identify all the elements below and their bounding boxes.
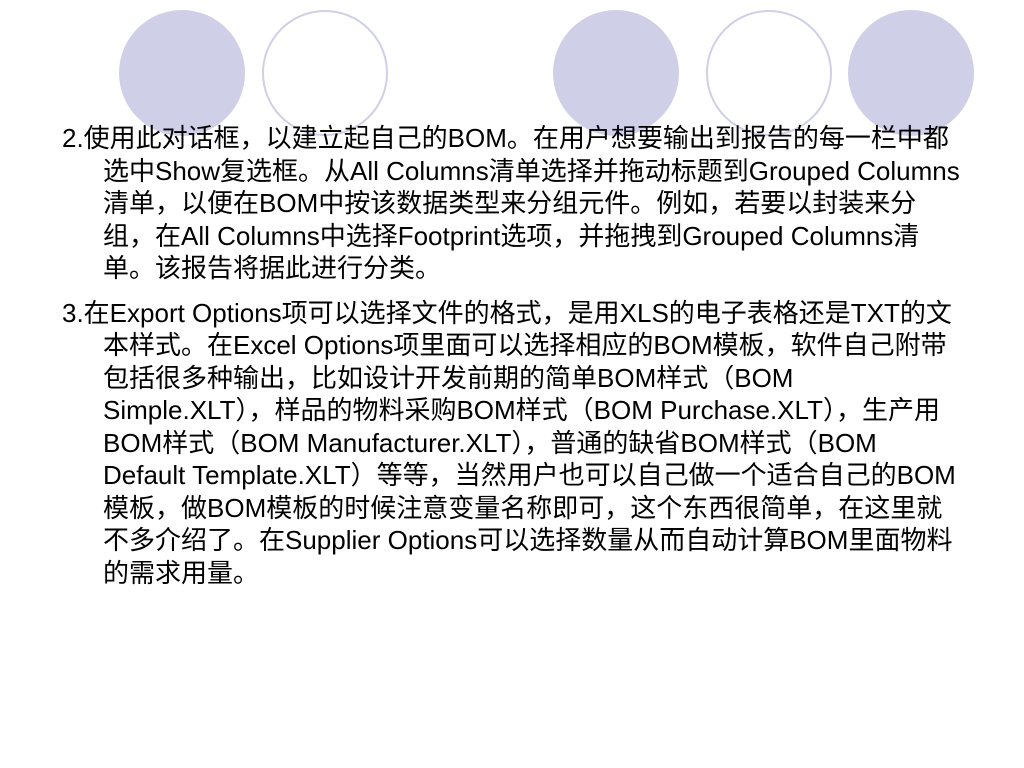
circle-decoration-5: [848, 10, 974, 136]
circle-decoration-2: [262, 10, 388, 136]
paragraph-2: 2.使用此对话框，以建立起自己的BOM。在用户想要输出到报告的每一栏中都选中Sh…: [62, 123, 960, 283]
circle-decoration-3: [553, 10, 679, 136]
circle-decoration-1: [119, 10, 245, 136]
circle-decoration-4: [706, 10, 832, 136]
slide-body-text: 2.使用此对话框，以建立起自己的BOM。在用户想要输出到报告的每一栏中都选中Sh…: [62, 122, 962, 601]
paragraph-3: 3.在Export Options项可以选择文件的格式，是用XLS的电子表格还是…: [62, 297, 956, 588]
